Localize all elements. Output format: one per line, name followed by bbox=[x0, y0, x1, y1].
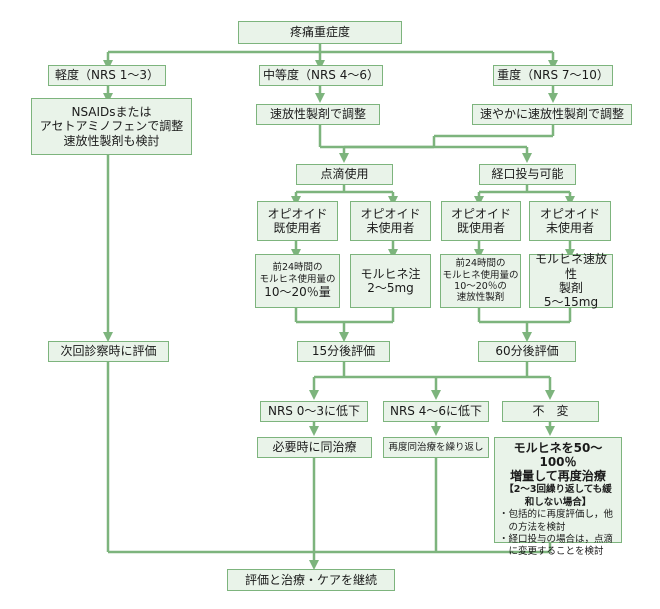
opioid-used-oral-line: オピオイド bbox=[450, 206, 511, 221]
evaluate-oral-box: 60分後評価 bbox=[478, 341, 576, 362]
mild-action-box: NSAIDsまたは アセトアミノフェンで調整 速放性製剤も検討 bbox=[31, 98, 192, 155]
outcome-none-sub: 和しない場合】 bbox=[524, 496, 592, 508]
severity-severe-label: 重度（NRS 7〜10） bbox=[497, 68, 609, 83]
result-none-box: 不 変 bbox=[502, 401, 599, 422]
dose-iv-naive-box: モルヒネ注 2〜5mg bbox=[350, 254, 431, 308]
moderate-action-box: 速放性製剤で調整 bbox=[256, 104, 380, 125]
opioid-naive-oral-box: オピオイド 未使用者 bbox=[529, 201, 611, 241]
route-oral-box: 経口投与可能 bbox=[479, 164, 576, 185]
severity-mild-label: 軽度（NRS 1〜3） bbox=[54, 68, 160, 83]
dose-oral-naive-line: 5〜15mg bbox=[543, 295, 599, 310]
result-low-label: NRS 0〜3に低下 bbox=[267, 404, 361, 419]
outcome-none-sub: 【2〜3回繰り返しても緩 bbox=[504, 484, 612, 496]
outcome-mid-box: 再度同治療を繰り返し bbox=[383, 437, 489, 458]
severity-moderate-box: 中等度（NRS 4〜6） bbox=[259, 65, 383, 86]
dose-oral-naive-box: モルヒネ速放性 製剤 5〜15mg bbox=[529, 252, 613, 310]
dose-iv-used-box: 前24時間の モルヒネ使用量の 10〜20％量 bbox=[255, 254, 340, 308]
opioid-used-iv-line: 既使用者 bbox=[273, 221, 322, 235]
title-box: 疼痛重症度 bbox=[238, 21, 402, 44]
opioid-naive-iv-line: オピオイド bbox=[360, 206, 421, 221]
dose-iv-used-line: モルヒネ使用量の bbox=[259, 273, 336, 285]
mild-action-line: NSAIDsまたは bbox=[71, 104, 152, 119]
opioid-used-iv-line: オピオイド bbox=[267, 206, 328, 221]
mild-action-line: アセトアミノフェンで調整 bbox=[39, 119, 184, 134]
result-low-box: NRS 0〜3に低下 bbox=[260, 401, 368, 422]
dose-oral-used-line: 速放性製剤 bbox=[456, 292, 505, 304]
dose-oral-used-line: モルヒネ使用量の bbox=[442, 269, 519, 281]
dose-iv-naive-line: 2〜5mg bbox=[367, 281, 414, 295]
route-iv-label: 点滴使用 bbox=[320, 167, 369, 182]
dose-oral-used-line: 前24時間の bbox=[455, 258, 506, 270]
evaluate-oral-label: 60分後評価 bbox=[495, 344, 559, 359]
severity-severe-box: 重度（NRS 7〜10） bbox=[493, 65, 613, 86]
evaluate-mild-label: 次回診察時に評価 bbox=[60, 344, 157, 359]
route-iv-box: 点滴使用 bbox=[296, 164, 393, 185]
final-label: 評価と治療・ケアを継続 bbox=[244, 572, 377, 587]
opioid-used-iv-box: オピオイド 既使用者 bbox=[257, 201, 338, 241]
severity-moderate-label: 中等度（NRS 4〜6） bbox=[262, 68, 380, 83]
dose-oral-naive-line: 製剤 bbox=[558, 281, 583, 295]
outcome-none-item: の方法を検討 bbox=[499, 521, 566, 533]
dose-oral-used-box: 前24時間の モルヒネ使用量の 10〜20％の 速放性製剤 bbox=[440, 254, 521, 308]
result-mid-box: NRS 4〜6に低下 bbox=[383, 401, 489, 422]
opioid-naive-iv-box: オピオイド 未使用者 bbox=[350, 201, 431, 241]
mild-action-line: 速放性製剤も検討 bbox=[63, 133, 160, 148]
opioid-used-oral-box: オピオイド 既使用者 bbox=[441, 201, 521, 241]
outcome-none-item: に変更することを検討 bbox=[499, 546, 604, 558]
opioid-naive-iv-line: 未使用者 bbox=[366, 221, 415, 235]
evaluate-iv-box: 15分後評価 bbox=[297, 341, 390, 362]
outcome-none-head: モルヒネを50〜100％ bbox=[513, 441, 603, 469]
outcome-low-box: 必要時に同治療 bbox=[257, 437, 372, 458]
severity-mild-box: 軽度（NRS 1〜3） bbox=[48, 65, 166, 86]
dose-oral-used-line: 10〜20％の bbox=[454, 281, 507, 292]
outcome-mid-label: 再度同治療を繰り返し bbox=[388, 441, 484, 453]
outcome-none-box: モルヒネを50〜100％ 増量して再度治療 【2〜3回繰り返しても緩 和しない場… bbox=[494, 437, 622, 557]
outcome-low-label: 必要時に同治療 bbox=[272, 440, 357, 455]
dose-iv-used-line: 前24時間の bbox=[272, 262, 323, 274]
opioid-used-oral-line: 既使用者 bbox=[456, 221, 505, 235]
opioid-naive-oral-line: オピオイド bbox=[539, 206, 600, 221]
evaluate-iv-label: 15分後評価 bbox=[311, 344, 376, 359]
severe-action-label: 速やかに速放性製剤で調整 bbox=[479, 107, 624, 122]
moderate-action-label: 速放性製剤で調整 bbox=[269, 107, 366, 122]
result-none-label: 不 変 bbox=[532, 404, 569, 419]
dose-oral-naive-line: モルヒネ速放性 bbox=[534, 252, 607, 281]
opioid-naive-oral-line: 未使用者 bbox=[545, 221, 594, 235]
outcome-none-item: ・経口投与の場合は，点滴 bbox=[499, 533, 614, 545]
outcome-none-head: 増量して再度治療 bbox=[510, 468, 606, 483]
severe-action-box: 速やかに速放性製剤で調整 bbox=[472, 104, 632, 125]
final-box: 評価と治療・ケアを継続 bbox=[227, 569, 395, 591]
result-mid-label: NRS 4〜6に低下 bbox=[389, 404, 483, 419]
outcome-none-item: ・包括的に再度評価し，他 bbox=[499, 509, 614, 521]
evaluate-mild-box: 次回診察時に評価 bbox=[48, 341, 169, 362]
dose-iv-used-line: 10〜20％量 bbox=[264, 285, 331, 300]
dose-iv-naive-line: モルヒネ注 bbox=[360, 266, 421, 281]
title-text: 疼痛重症度 bbox=[289, 25, 350, 40]
route-oral-label: 経口投与可能 bbox=[491, 167, 564, 182]
